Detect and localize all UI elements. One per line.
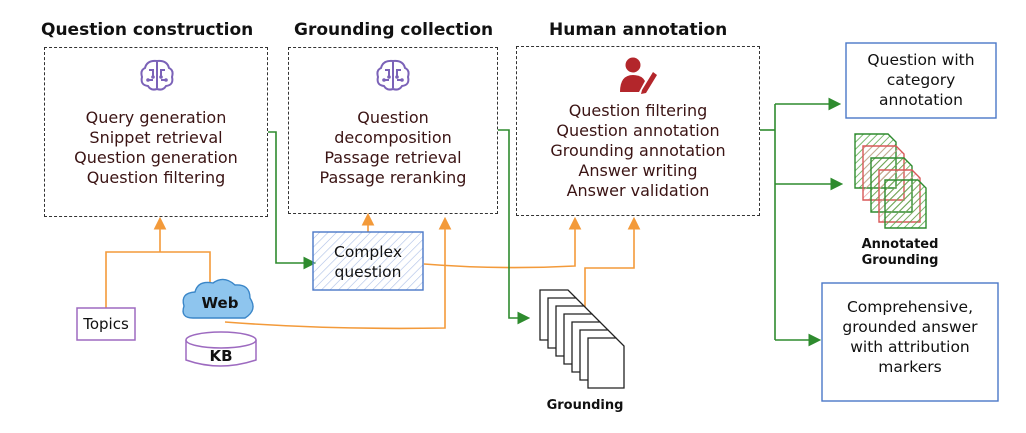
output-line: Grounding: [861, 253, 939, 268]
output-line: Comprehensive,: [846, 298, 973, 316]
answer-label: Comprehensive, grounded answer with attr…: [822, 297, 998, 377]
person-pen-icon: [618, 56, 658, 98]
step-list-question-construction: Query generation Snippet retrieval Quest…: [44, 108, 268, 188]
step-item: decomposition: [334, 128, 452, 147]
output-line: markers: [878, 358, 942, 376]
answer-box-outline: [821, 282, 999, 402]
step-item: Grounding annotation: [550, 141, 726, 160]
construction-to-complex-arrow: [268, 131, 317, 270]
topics-label: Topics: [83, 315, 129, 333]
web-to-stages-arrow: [224, 216, 452, 330]
output-line: grounded answer: [842, 318, 978, 336]
step-item: Answer writing: [578, 161, 698, 180]
complex-question-line: question: [334, 263, 402, 281]
step-item: Question filtering: [86, 168, 226, 187]
annotated-grounding-docs-icon: [854, 133, 927, 229]
complex-question-box-outline: [312, 231, 424, 291]
brain-circuit-icon: [374, 58, 412, 96]
brain-circuit-icon: [138, 58, 176, 96]
step-list-grounding-collection: Question decomposition Passage retrieval…: [288, 108, 498, 188]
output-line: Question with: [867, 51, 975, 69]
topics-to-construction-arrow: [105, 216, 211, 308]
stage-title-grounding-collection: Grounding collection: [294, 20, 494, 40]
question-category-label: Question with category annotation: [846, 50, 996, 110]
stage-title-question-construction: Question construction: [41, 20, 254, 40]
stage-box-question-construction: [44, 47, 268, 217]
step-item: Passage retrieval: [324, 148, 462, 167]
stage-box-human-annotation: [516, 46, 760, 216]
output-line: category: [886, 71, 956, 89]
web-cloud-icon: [182, 278, 254, 319]
web-label: Web: [201, 294, 239, 312]
step-item: Answer validation: [566, 181, 710, 200]
output-line: annotation: [879, 91, 963, 109]
output-line: Annotated: [861, 237, 939, 252]
topics-box-outline: [76, 307, 136, 341]
question-category-box-outline: [845, 42, 997, 119]
grounding-docs-icon: [539, 289, 625, 389]
step-item: Question generation: [74, 148, 238, 167]
annotated-grounding-caption: Annotated Grounding: [840, 237, 960, 269]
complex-to-annotation-arrow: [423, 216, 582, 269]
complex-question-label: Complex question: [313, 242, 423, 282]
step-item: Snippet retrieval: [89, 128, 223, 147]
step-item: Query generation: [85, 108, 227, 127]
stage-title-human-annotation: Human annotation: [549, 20, 728, 40]
complex-question-line: Complex: [334, 243, 402, 261]
step-item: Passage reranking: [319, 168, 467, 187]
stage-box-grounding-collection: [288, 47, 498, 214]
grounding-caption: Grounding: [546, 398, 624, 413]
collection-to-grounding-arrow: [498, 129, 531, 325]
kb-label: KB: [209, 347, 233, 365]
output-line: with attribution: [850, 338, 970, 356]
kb-database-icon: [185, 331, 257, 367]
step-list-human-annotation: Question filtering Question annotation G…: [516, 101, 760, 201]
step-item: Question annotation: [556, 121, 720, 140]
step-item: Question filtering: [568, 101, 708, 120]
step-item: Question: [357, 108, 429, 127]
annotation-to-outputs-arrow: [760, 97, 844, 347]
grounding-to-annotation-arrow: [584, 216, 641, 315]
